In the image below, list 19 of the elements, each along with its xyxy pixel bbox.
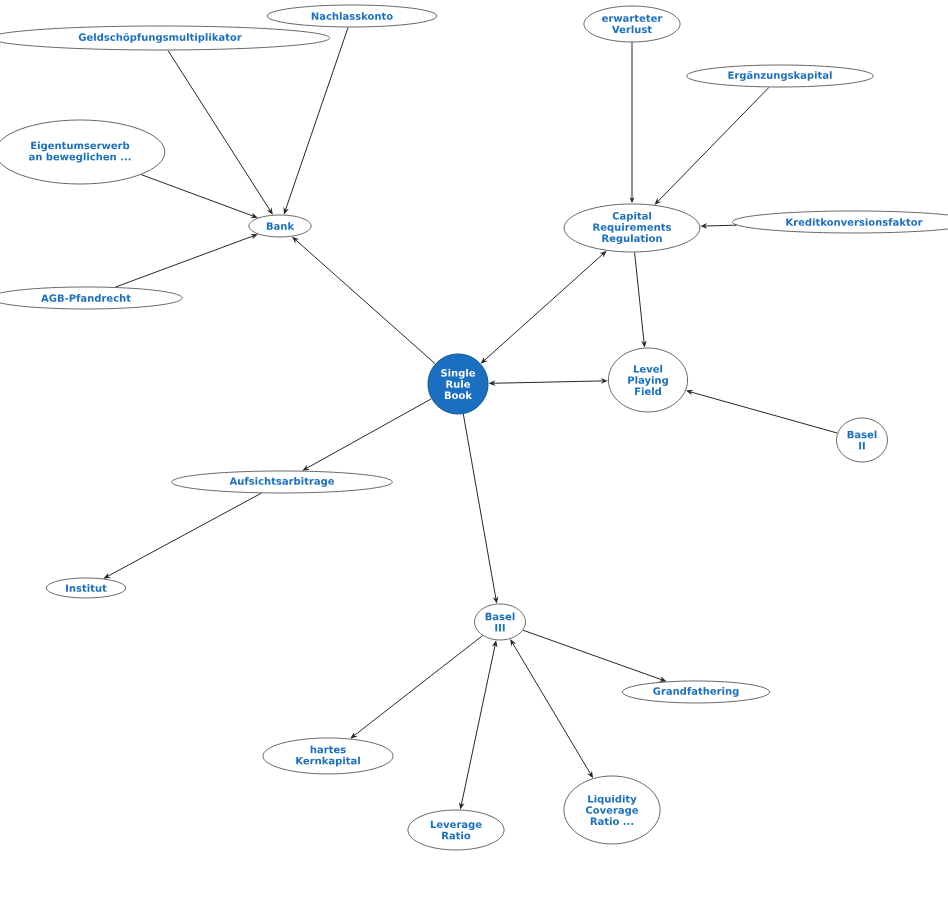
arrow bbox=[481, 251, 607, 364]
arrow bbox=[701, 223, 738, 229]
arrow bbox=[292, 237, 436, 365]
arrow bbox=[140, 174, 258, 218]
arrow bbox=[104, 492, 262, 579]
arrow bbox=[522, 629, 666, 682]
arrow bbox=[686, 390, 838, 434]
arrow bbox=[167, 50, 273, 215]
arrow bbox=[462, 413, 498, 603]
arrow bbox=[629, 42, 635, 203]
arrow bbox=[350, 635, 483, 739]
arrow bbox=[115, 234, 258, 288]
arrow bbox=[459, 641, 498, 809]
arrow bbox=[283, 27, 349, 214]
arrow bbox=[634, 251, 647, 347]
arrow bbox=[654, 86, 770, 205]
arrow bbox=[510, 639, 593, 778]
arrow bbox=[303, 398, 432, 471]
arrow bbox=[489, 378, 608, 386]
